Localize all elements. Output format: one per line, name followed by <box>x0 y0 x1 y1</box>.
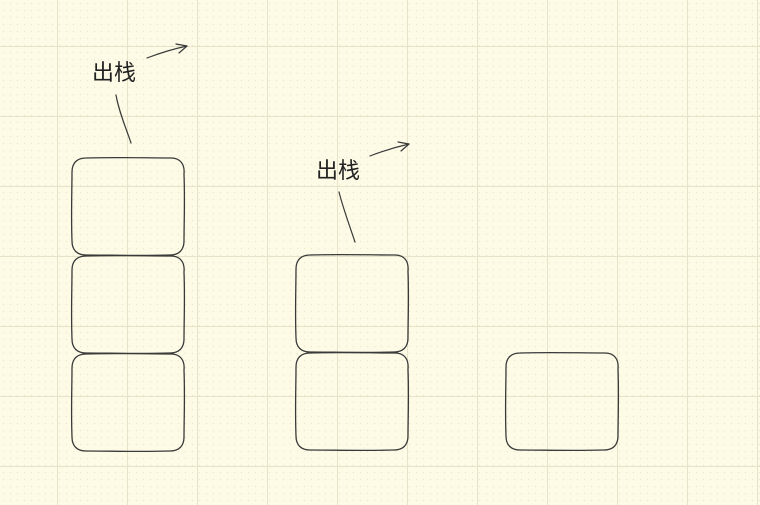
stack-1-element-3-box <box>70 156 186 257</box>
stack-1-pop-pointer-line <box>115 94 132 144</box>
stack-1-pop-arrow-icon <box>146 43 188 59</box>
stack-2: 出栈 <box>294 141 410 452</box>
stack-1-element-1-box <box>70 352 186 453</box>
stack-2-pop-pointer-line <box>338 191 356 243</box>
stack-2-pop-arrow-icon <box>369 141 410 157</box>
stack-1-element-2-box <box>70 254 186 355</box>
stack-2-element-1-box <box>294 351 410 452</box>
stack-2-pop-annotation: 出栈 <box>316 141 410 243</box>
stack-1: 出栈 <box>70 43 188 453</box>
stack-3 <box>504 351 620 452</box>
stack-2-element-2-box <box>294 253 410 354</box>
stack-1-pop-annotation: 出栈 <box>92 43 188 144</box>
stack-3-element-1-box <box>504 351 620 452</box>
stack-2-pop-label: 出栈 <box>316 159 360 184</box>
stack-1-pop-label: 出栈 <box>92 61 136 86</box>
